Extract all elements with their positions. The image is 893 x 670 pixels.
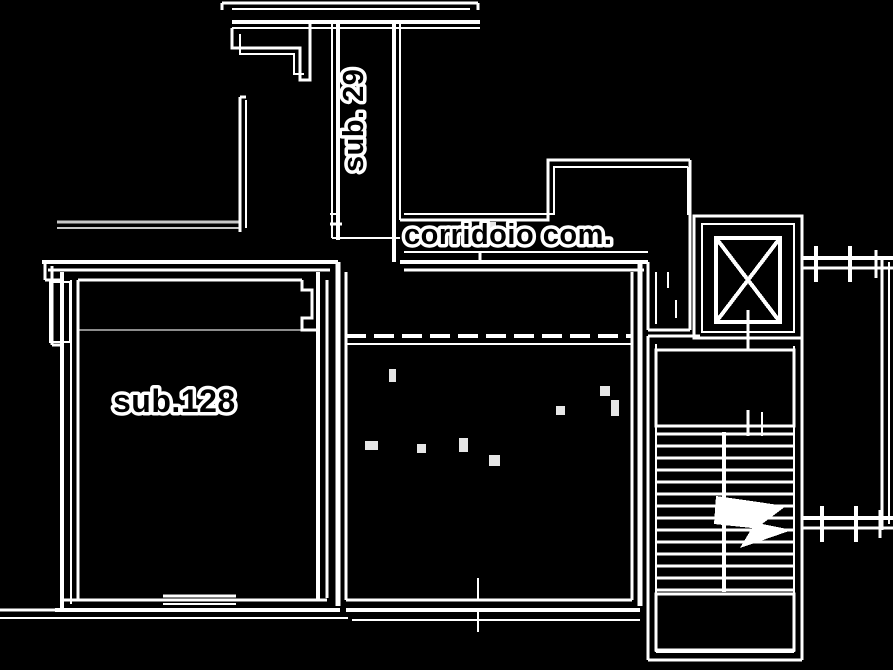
right-window-hatch-lower bbox=[802, 506, 893, 542]
room-label-corridoio-com: corridoio com. bbox=[404, 219, 612, 251]
west-outer-wall bbox=[43, 262, 72, 610]
sub29-walls bbox=[330, 22, 401, 262]
elevator-shaft bbox=[692, 214, 804, 350]
room-label-sub-29: sub. 29 bbox=[338, 69, 370, 172]
right-window-hatch-upper bbox=[802, 246, 893, 282]
main-upper-wall bbox=[42, 260, 648, 272]
upper-left-walls bbox=[230, 20, 338, 232]
room-speckles bbox=[365, 222, 619, 466]
elevator-x-mark bbox=[714, 236, 782, 324]
central-room bbox=[335, 252, 643, 632]
misc-ticks bbox=[667, 272, 677, 318]
stair-enclosure bbox=[646, 336, 804, 662]
sub128-room bbox=[0, 272, 348, 619]
staircase-treads bbox=[656, 410, 794, 592]
right-passage bbox=[646, 215, 700, 338]
top-wall-stubs bbox=[220, 1, 480, 29]
stair-direction-arrow bbox=[714, 496, 792, 548]
room-label-sub-128: sub.128 bbox=[113, 383, 236, 419]
left-horizontal-spur bbox=[57, 220, 240, 229]
east-outer-wall bbox=[880, 258, 890, 530]
corridoio-walls bbox=[400, 158, 692, 253]
